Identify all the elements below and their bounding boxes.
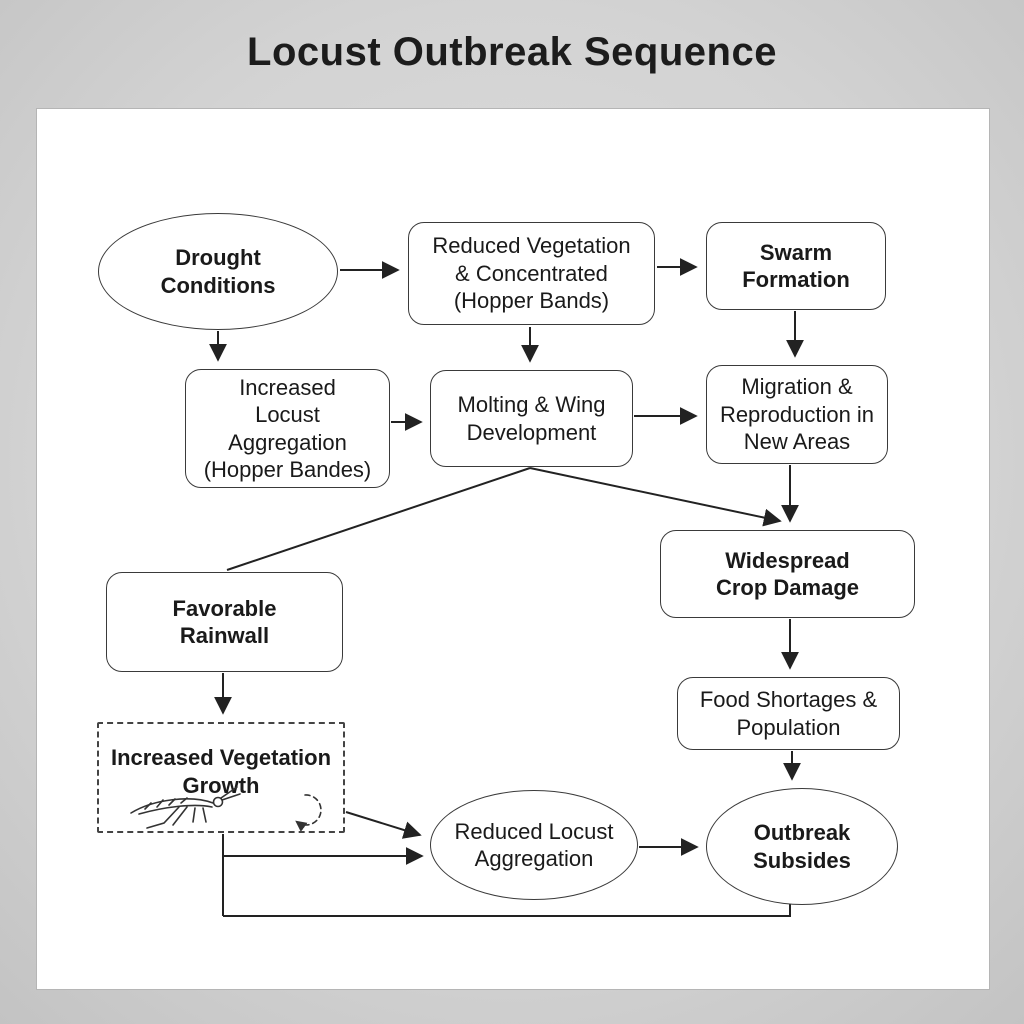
node-label: Drought Conditions	[160, 245, 276, 298]
node-outbreak-subsides: Outbreak Subsides	[706, 788, 898, 905]
page-title: Locust Outbreak Sequence	[247, 30, 777, 74]
node-increased-locust-aggregation: Increased Locust Aggregation (Hopper Ban…	[185, 369, 390, 488]
node-label: Widespread Crop Damage	[715, 547, 860, 601]
node-label: Increased Vegetation Growth	[110, 745, 332, 798]
node-swarm-formation: Swarm Formation	[706, 222, 886, 310]
node-food-shortages: Food Shortages & Population	[677, 677, 900, 750]
node-molting-wing-development: Molting & Wing Development	[430, 370, 633, 467]
node-drought-conditions: Drought Conditions	[98, 213, 338, 330]
node-migration-reproduction: Migration & Reproduction in New Areas	[706, 365, 888, 464]
node-label: Migration & Reproduction in New Areas	[719, 374, 875, 455]
node-label: Reduced Vegetation & Concentrated (Hoppe…	[432, 233, 631, 314]
node-favorable-rainfall: Favorable Rainwall	[106, 572, 343, 672]
node-reduced-locust-aggregation: Reduced Locust Aggregation	[430, 790, 638, 900]
node-label: Reduced Locust Aggregation	[454, 818, 614, 872]
node-label: Favorable Rainwall	[172, 595, 277, 649]
node-label: Swarm Formation	[742, 239, 850, 293]
node-increased-vegetation-growth: Increased Vegetation Growth	[97, 722, 345, 833]
node-label: Molting & Wing Development	[457, 392, 606, 445]
node-label: Food Shortages & Population	[699, 687, 878, 740]
node-reduced-vegetation: Reduced Vegetation & Concentrated (Hoppe…	[408, 222, 655, 325]
node-label: Increased Locust Aggregation (Hopper Ban…	[203, 374, 372, 483]
node-label: Outbreak Subsides	[753, 820, 851, 873]
node-widespread-crop-damage: Widespread Crop Damage	[660, 530, 915, 618]
